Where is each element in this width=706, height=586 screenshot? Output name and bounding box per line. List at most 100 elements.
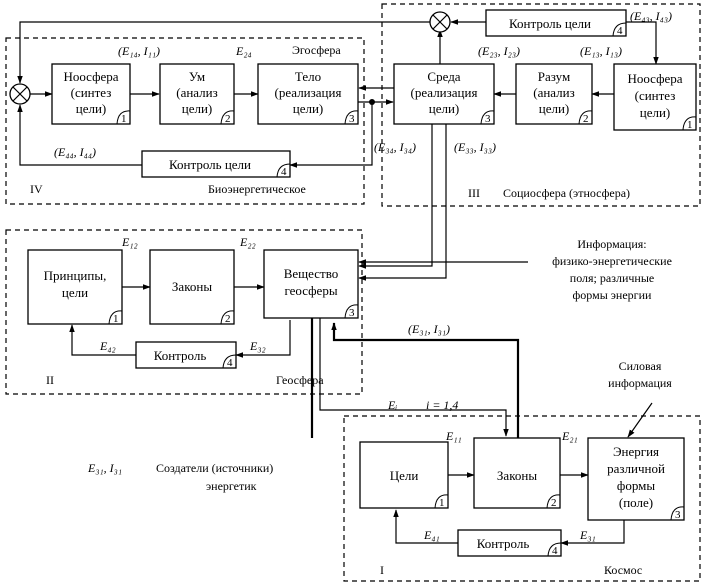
block-label: (синтез [71,85,112,100]
zone-iii-numeral: III [468,186,480,200]
junction-node [369,99,375,105]
block-label: Законы [172,279,212,294]
wire-substance-to-control-ii [235,320,291,358]
zone-iv-frame [5,37,365,205]
wire-control-i-to-goals [393,509,458,544]
block-control-ii: Контроль 4 [135,341,237,369]
block-index: 4 [281,166,287,178]
block-label: Вещество [284,266,339,281]
block-label: (анализ [176,85,218,100]
label-e31: E₃₁ [579,528,596,542]
block-index: 2 [551,497,557,509]
zone-iii-title: Социосфера (этносфера) [503,186,630,200]
wire-sum-iii-to-sum-iv [17,21,430,84]
info-line-1: Информация: [577,237,646,251]
block-env-iii: Среда (реализация цели) 3 [393,63,495,125]
wire-control-iv-to-sum [17,104,142,166]
block-index: 2 [225,113,231,125]
block-label: (синтез [635,88,676,103]
creators-line-1: Создатели (источники) [156,461,273,475]
block-label: геосферы [284,283,337,298]
block-substance-ii: Вещество геосферы 3 [263,249,359,319]
block-label: Ноосфера [627,71,682,86]
summing-junction-iv [9,83,31,105]
zone-ii-frame [5,229,363,395]
label-e31-i31-arrow: (E₃₁, I₃₁) [408,322,450,336]
block-label: различной [607,461,665,476]
block-label: Тело [295,69,321,84]
block-label: Контроль [154,348,207,363]
block-index: 3 [675,509,681,521]
block-index: 1 [121,113,127,125]
block-label: Ноосфера [63,69,118,84]
label-e13-i13: (E₁₃, I₁₃) [580,44,622,58]
wire-control-ii-to-principles [69,324,136,356]
block-label: цели) [429,101,460,116]
label-e44-i44: (E₄₄, I₄₄) [54,145,96,159]
block-label: Энергия [613,444,659,459]
label-i-range: i = 1,4 [426,398,458,412]
block-label: Контроль цели [509,16,591,31]
block-label: Контроль цели [169,157,251,172]
block-index: 4 [617,25,623,37]
block-index: 3 [349,113,355,125]
block-label: цели) [76,101,107,116]
block-label: Среда [427,69,460,84]
block-index: 2 [583,113,589,125]
block-index: 4 [227,357,233,369]
info-line-3: поля; различные [570,271,654,285]
block-index: 3 [485,113,491,125]
block-label: Контроль [477,536,530,551]
block-laws-ii: Законы 2 [149,249,235,325]
block-label: цели) [640,105,671,120]
block-label: цели) [539,101,570,116]
block-index: 4 [552,545,558,557]
block-energy-i: Энергия различной формы (поле) 3 [587,437,685,521]
creators-line-2: энергетик [206,479,257,493]
wire-env-to-substance-a [358,124,433,269]
block-goals-i: Цели 1 [359,441,449,509]
block-body-iv: Тело (реализация цели) 3 [257,63,359,125]
zone-iv-title: Эгосфера [292,43,341,57]
block-index: 2 [225,313,231,325]
block-control-i: Контроль 4 [457,529,562,557]
block-label: цели) [293,101,324,116]
block-label: цели [62,285,88,300]
label-e43-i43: (E₄₃, I₄₃) [630,9,672,23]
block-label: (анализ [533,85,575,100]
zone-iv-subtitle: Биоэнергетическое [208,182,306,196]
wire-laws-i-to-substance [331,322,520,438]
wire-env-to-substance-b [358,124,447,281]
block-label: цели) [182,101,213,116]
label-e21: E₂₁ [561,429,578,443]
block-control-iv: Контроль цели 4 [141,150,291,178]
info-line-2: физико-энергетические [552,254,672,268]
block-label: Цели [390,468,419,483]
block-mind-iv: Ум (анализ цели) 2 [159,63,235,125]
block-label: Законы [497,468,537,483]
label-e22: E₂₂ [239,235,256,249]
block-label: (реализация [411,85,478,100]
label-e14-i11: (E₁₄, I₁₁) [118,44,160,58]
zone-iii-frame [381,3,701,207]
label-e33-i33: (E₃₃, I₃₃) [454,140,496,154]
wire-substance-down-to-laws-i [319,318,509,437]
wire-power-info-arrow [627,402,653,438]
zone-iv-numeral: IV [30,182,43,196]
label-e31-i31-legend: E₃₁, I₃₁ [87,461,122,475]
wire-node-to-control-iv [289,102,373,168]
label-e24: E₂₄ [235,44,252,58]
summing-junction-iii [429,11,451,33]
zone-ii-title: Геосфера [276,373,324,387]
label-e41: E₄₁ [423,528,440,542]
label-e32: E₃₂ [249,339,266,353]
label-ei: Eᵢ [387,398,397,412]
block-label: формы [617,478,655,493]
block-index: 1 [687,119,693,131]
block-index: 3 [349,307,355,319]
block-reason-iii: Разум (анализ цели) 2 [515,63,593,125]
block-index: 1 [439,497,445,509]
label-e11: E₁₁ [445,429,462,443]
block-label: (реализация [275,85,342,100]
